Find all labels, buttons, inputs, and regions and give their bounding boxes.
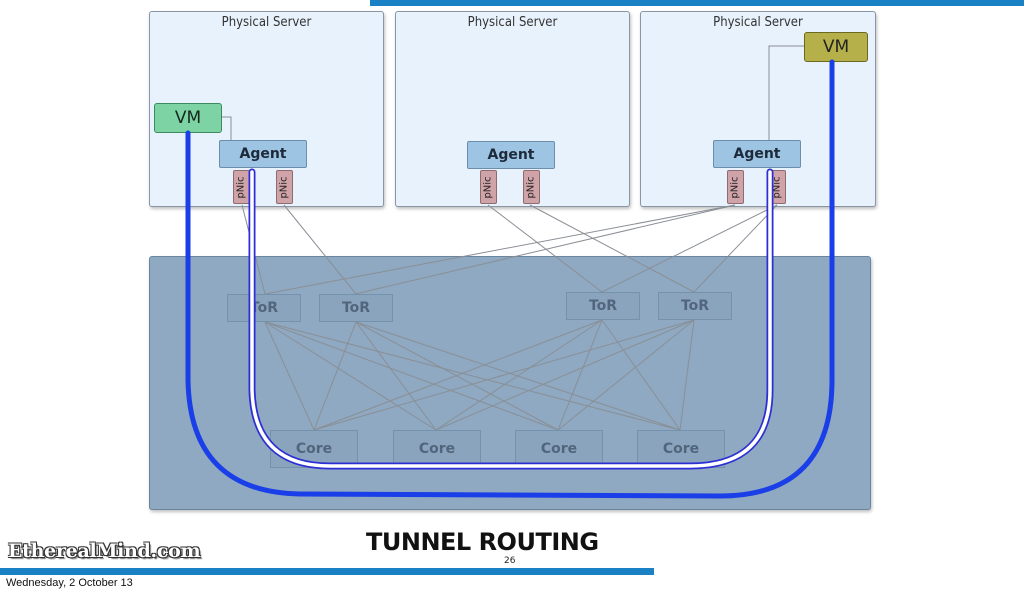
mesh-line [313,321,357,431]
agent-box: Agent [219,140,307,168]
mesh-line [679,319,695,431]
physical-server-2: Physical Server [395,11,630,207]
tor-switch: ToR [566,292,640,320]
vm-box-source: VM [154,103,222,133]
tunnel-path-blue [185,59,835,499]
mesh-line [557,319,603,431]
uplink-line [693,204,778,293]
agent-box: Agent [713,140,801,168]
tor-switch: ToR [658,292,732,320]
tunnel-path-white [250,170,772,468]
page-number: 26 [504,556,516,566]
vm-agent-link [768,45,805,140]
vm-box-destination: VM [804,32,868,62]
uplink-line [264,204,736,295]
mesh-line [313,319,695,431]
tunnel-path-white-outline [248,168,774,470]
bottom-accent-bar [0,568,654,575]
mesh-line [557,319,695,431]
footer-date: Wednesday, 2 October 13 [6,577,133,589]
uplink-line [529,204,695,293]
tor-switch: ToR [319,294,393,322]
mesh-line [435,319,603,431]
ethereal-mind-logo: EtherealMind.com [8,540,201,562]
slide-title: TUNNEL ROUTING [366,528,599,556]
uplink-line [487,204,603,293]
server-title: Physical Server [467,15,558,30]
mesh-line [313,319,603,431]
agent-box: Agent [467,141,555,169]
tor-switch: ToR [227,294,301,322]
mesh-line [264,321,315,431]
mesh-line [264,321,559,431]
pnic-port: pNic [480,170,497,204]
top-accent-bar [370,0,1024,6]
pnic-port: pNic [276,170,293,204]
uplink-line [354,204,736,295]
uplink-line [601,204,778,293]
server-title: Physical Server [221,15,312,30]
vm-agent-link [220,116,232,140]
core-switch: Core [393,430,481,468]
mesh-line [435,319,695,431]
mesh-line [264,321,437,431]
pnic-port: pNic [727,170,744,204]
mesh-line [264,321,681,431]
mesh-line [355,321,559,431]
mesh-line [355,321,437,431]
server-title: Physical Server [713,15,803,30]
mesh-line [601,319,681,431]
pnic-port: pNic [523,170,540,204]
